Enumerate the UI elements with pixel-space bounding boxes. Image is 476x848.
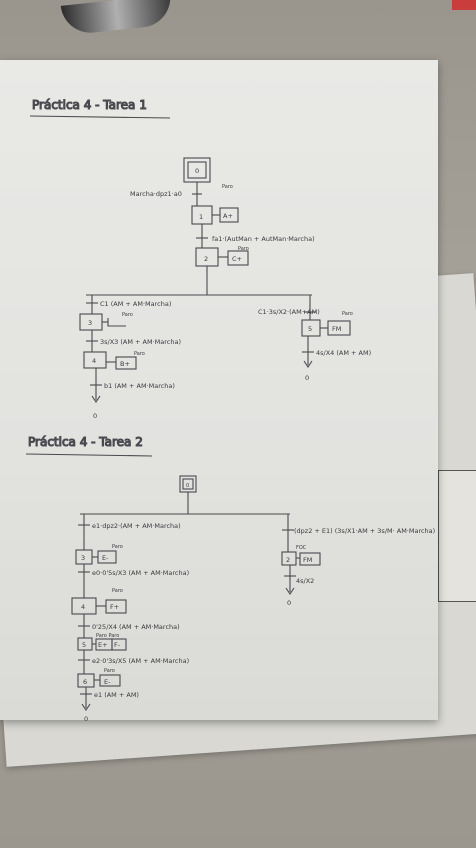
s2-action-2: [299, 552, 321, 566]
s1-end-right: 0: [305, 374, 309, 382]
s1-t2a-label: C1 (AM + AM·Marcha): [100, 300, 171, 308]
s1-initial-step-inner: [187, 161, 207, 179]
s2-step-5-label: 5: [82, 641, 86, 649]
s1-t5-label: 4s/X4 (AM + AM): [316, 349, 371, 357]
grid-sheet: [438, 470, 476, 602]
s1-action-2: [227, 250, 249, 266]
s2-action-6-label: E-: [104, 678, 111, 686]
s2-initial-step-inner: [182, 478, 194, 490]
paper-sheet: [0, 60, 438, 720]
s1-step-4: [83, 351, 107, 369]
s1-action-4: [115, 356, 137, 370]
s2-end-right: 0: [287, 599, 291, 607]
s2-arrow: [285, 587, 295, 595]
s1-t1-small: Paro: [238, 246, 249, 252]
s1-action-5: [327, 320, 351, 336]
section1-title-underline: [29, 115, 171, 119]
s1-arrow: [303, 360, 313, 368]
s1-t0-small: Paro: [222, 184, 233, 190]
s2-step-6-label: 6: [83, 678, 87, 686]
s1-action-5-label: FM: [332, 325, 341, 333]
s2-step5-small: Paro Paro: [96, 633, 119, 639]
s2-action-5b-label: F-: [114, 641, 121, 649]
s1-action-2-label: C+: [232, 255, 242, 263]
s2-t2-small: FOC: [296, 545, 307, 551]
s1-step4-small: Paro: [134, 351, 145, 357]
s2-step6-small: Paro: [104, 668, 115, 674]
s2-step3-small: Paro: [112, 544, 123, 550]
s2-arrow: [81, 703, 91, 711]
s1-step3-small: Paro: [122, 312, 133, 318]
s2-t3-label: e0·0'5s/X3 (AM + AM·Marcha): [92, 569, 189, 577]
s1-end-left: 0: [93, 412, 97, 420]
s1-action-3-empty: [107, 318, 126, 327]
s2-t5-label: e2·0'3s/X5 (AM + AM·Marcha): [92, 657, 189, 665]
s2-action-4-label: F+: [110, 603, 119, 611]
s1-step-1-label: 1: [199, 213, 203, 221]
s1-initial-step-label: 0: [195, 167, 199, 175]
s2-step-2-label: 2: [286, 556, 290, 564]
s2-t2-label: (dpz2 + E1) (3s/X1·AM + 3s/M· AM·Marcha): [294, 527, 435, 535]
s1-action-4-label: B+: [120, 360, 130, 368]
s1-t4-label: b1 (AM + AM·Marcha): [104, 382, 175, 390]
section2-title-underline: [25, 453, 153, 457]
s2-end-left: 0: [84, 715, 88, 723]
s2-t6-label: e1 (AM + AM): [94, 691, 139, 699]
s1-action-1-label: A+: [223, 212, 233, 220]
s2-action-3: [97, 550, 117, 564]
s1-step-5-label: 5: [308, 325, 312, 333]
s1-t3-label: 3s/X3 (AM + AM·Marcha): [100, 338, 181, 346]
s2-action-4: [105, 599, 127, 614]
s2-action-3-label: E-: [102, 554, 109, 562]
s2-t1-label: e1·dpz2·(AM + AM·Marcha): [92, 522, 181, 530]
s1-step5-small: Paro: [342, 311, 353, 317]
section1-title: Práctica 4 - Tarea 1: [32, 98, 147, 112]
s1-step-2-label: 2: [204, 255, 208, 263]
section2-title: Práctica 4 - Tarea 2: [28, 435, 143, 449]
s2-action-5a-label: E+: [98, 641, 108, 649]
s2-t4-label: 0'25/X4 (AM + AM·Marcha): [92, 623, 180, 631]
s2-action-5b: [111, 638, 127, 651]
red-object: [452, 0, 476, 10]
s2-step4-small: Paro: [112, 588, 123, 594]
s1-arrow: [91, 395, 101, 403]
s1-step-3-label: 3: [88, 319, 92, 327]
s1-t1-label: fa1·(AutMan + AutMan·Marcha): [212, 235, 315, 243]
s1-action-1: [219, 207, 239, 223]
s2-step-4-label: 4: [81, 603, 85, 611]
s2-step-3-label: 3: [81, 554, 85, 562]
s2-t7-label: 4s/X2: [296, 577, 314, 585]
s2-action-6: [99, 674, 121, 687]
s1-t2b-label: C1·3s/X2·(AM+AM): [258, 308, 320, 316]
s1-step-4-label: 4: [92, 357, 96, 365]
s2-action-2-label: FM: [303, 556, 312, 564]
s1-t0-label: Marcha·dpz1·a0: [130, 190, 182, 198]
s2-initial-step-label: 0: [186, 483, 189, 489]
